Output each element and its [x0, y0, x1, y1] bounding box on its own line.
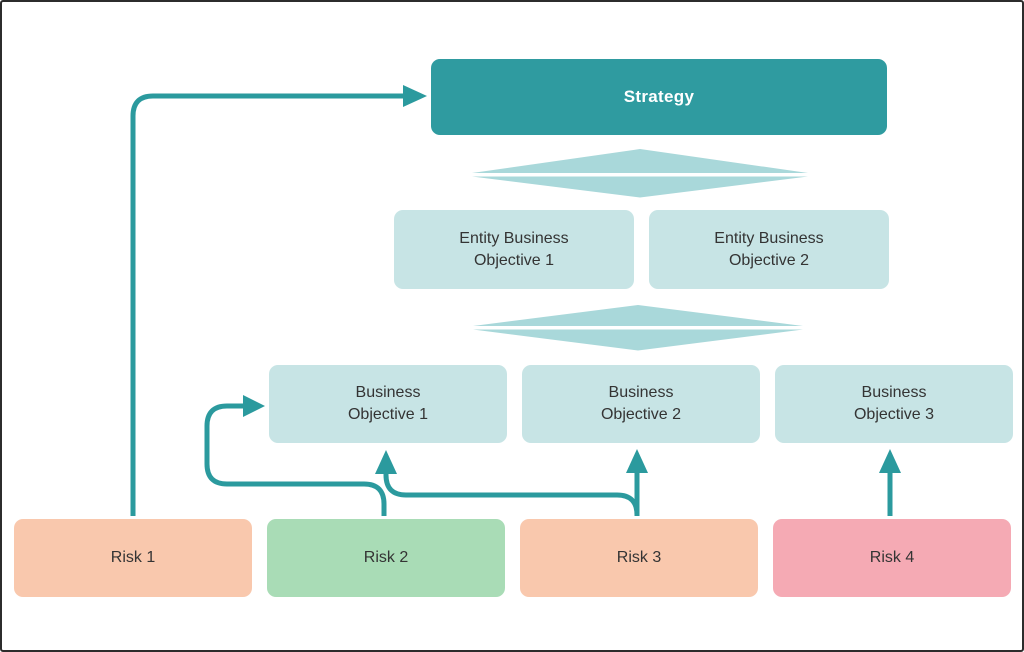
business-objective-3-line1: Business: [861, 384, 927, 401]
risk-3-label: Risk 3: [616, 549, 662, 566]
strategy-box: Strategy: [431, 59, 887, 135]
arrow-risk3-to-bo1: [375, 450, 640, 516]
risk-1-box: Risk 1: [14, 519, 252, 597]
arrow-risk4-to-bo3: [879, 449, 901, 516]
business-objective-1-box: Business Objective 1: [269, 365, 507, 443]
entity-objective-2-line1: Entity Business: [714, 229, 824, 247]
risk-4-label: Risk 4: [869, 549, 915, 566]
divider-diamond-top: [472, 149, 808, 198]
risk-4-box: Risk 4: [773, 519, 1011, 597]
divider-diamond-middle: [473, 305, 803, 351]
risk-3-box: Risk 3: [520, 519, 758, 597]
risk-1-label: Risk 1: [110, 549, 156, 566]
business-objective-1-line1: Business: [355, 384, 421, 401]
arrow-risk2-to-bo1: [204, 395, 387, 516]
risk-2-box: Risk 2: [267, 519, 505, 597]
arrow-risk1-to-strategy: [130, 85, 427, 516]
business-objective-3-box: Business Objective 3: [775, 365, 1013, 443]
business-objective-3-line2: Objective 3: [853, 406, 935, 423]
business-objective-2-line2: Objective 2: [600, 406, 682, 423]
entity-objective-1-line1: Entity Business: [459, 229, 569, 247]
entity-objective-2-box: Entity Business Objective 2: [649, 210, 889, 289]
entity-objective-2-line2: Objective 2: [728, 251, 810, 269]
business-objective-1-line2: Objective 1: [347, 406, 429, 423]
entity-objective-1-line2: Objective 1: [473, 251, 555, 269]
entity-objective-1-box: Entity Business Objective 1: [394, 210, 634, 289]
strategy-label: Strategy: [623, 87, 695, 106]
business-objective-2-box: Business Objective 2: [522, 365, 760, 443]
risk-2-label: Risk 2: [363, 549, 409, 566]
business-objective-2-line1: Business: [608, 384, 674, 401]
